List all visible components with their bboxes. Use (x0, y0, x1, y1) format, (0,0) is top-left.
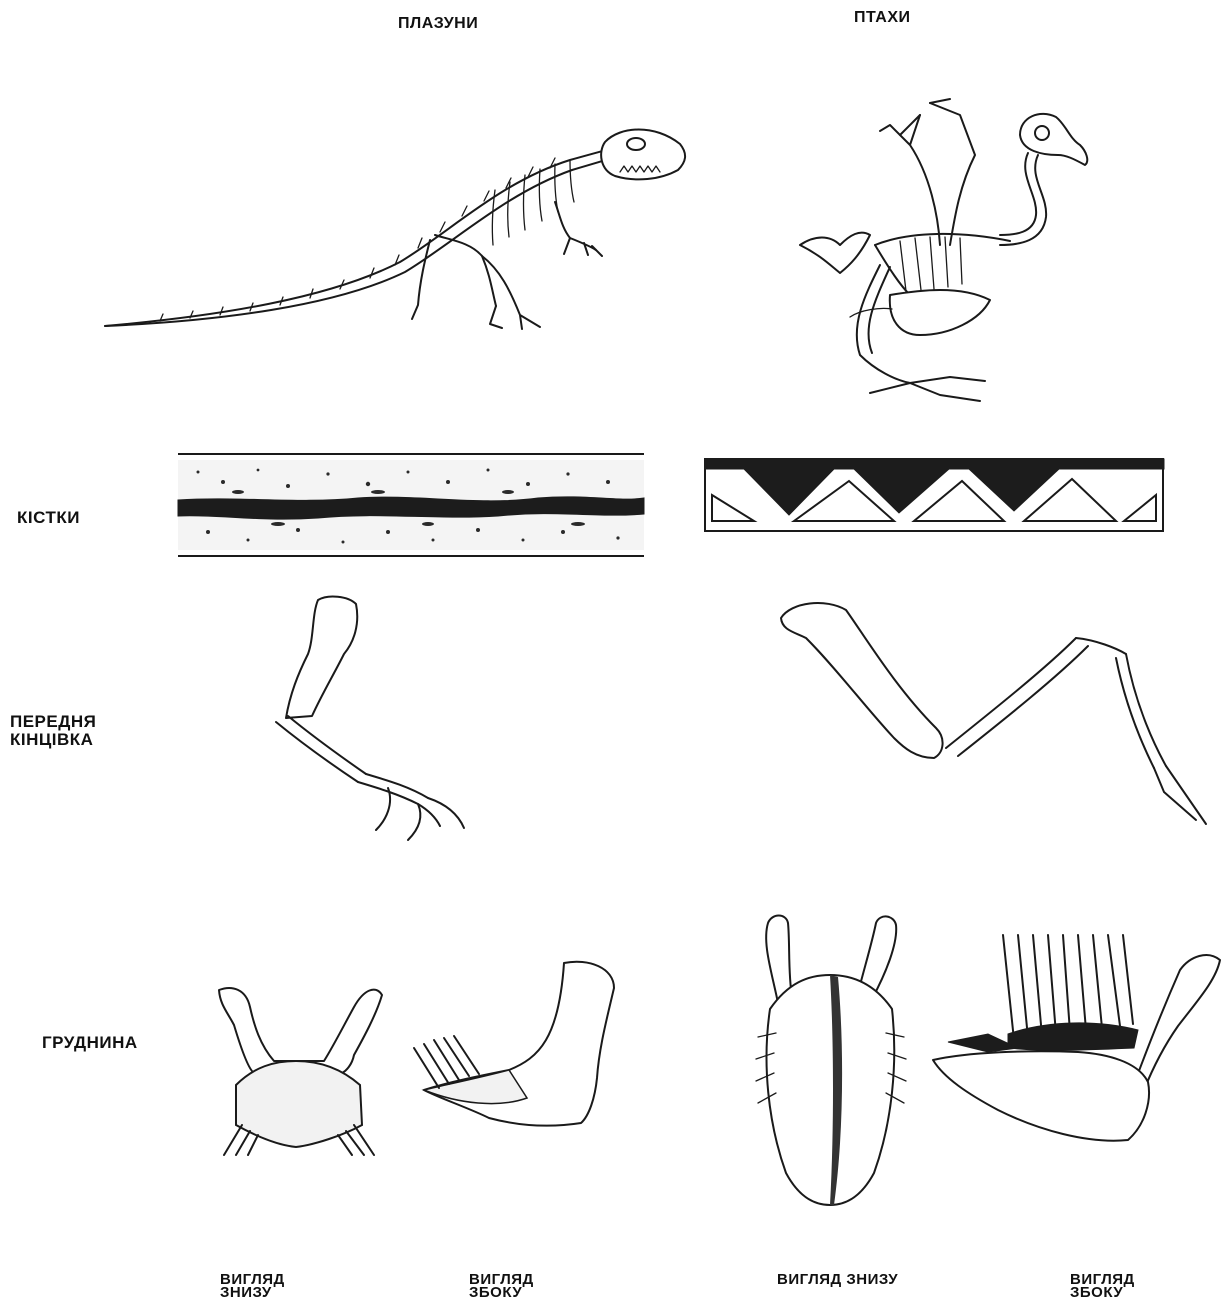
bird-forelimb (776, 598, 1216, 833)
view-label-reptile-side: ВИГЛЯД ЗБОКУ (469, 1273, 534, 1299)
reptile-sternum-bottom (214, 985, 384, 1160)
row-label-sternum: ГРУДНИНА (42, 1034, 138, 1052)
row-label-bones: КІСТКИ (17, 509, 80, 527)
row-label-forelimb: ПЕРЕДНЯ КІНЦІВКА (10, 713, 96, 749)
reptile-skeleton (100, 120, 690, 335)
row-label-forelimb-line2: КІНЦІВКА (10, 731, 96, 749)
column-header-reptiles: ПЛАЗУНИ (398, 16, 478, 31)
column-header-birds: ПТАХИ (854, 10, 911, 25)
reptile-bone-section (178, 452, 644, 562)
row-label-forelimb-line1: ПЕРЕДНЯ (10, 713, 96, 731)
reptile-sternum-side (409, 958, 619, 1133)
bird-sternum-side (928, 930, 1224, 1145)
bird-bone-section (704, 455, 1164, 535)
view-label-bird-side: ВИГЛЯД ЗБОКУ (1070, 1273, 1135, 1299)
reptile-forelimb (268, 594, 468, 844)
bird-skeleton (780, 95, 1100, 415)
view-label-bird-bottom: ВИГЛЯД ЗНИЗУ (777, 1273, 898, 1286)
bird-sternum-bottom (748, 913, 913, 1208)
view-label-reptile-bottom: ВИГЛЯД ЗНИЗУ (220, 1273, 285, 1299)
